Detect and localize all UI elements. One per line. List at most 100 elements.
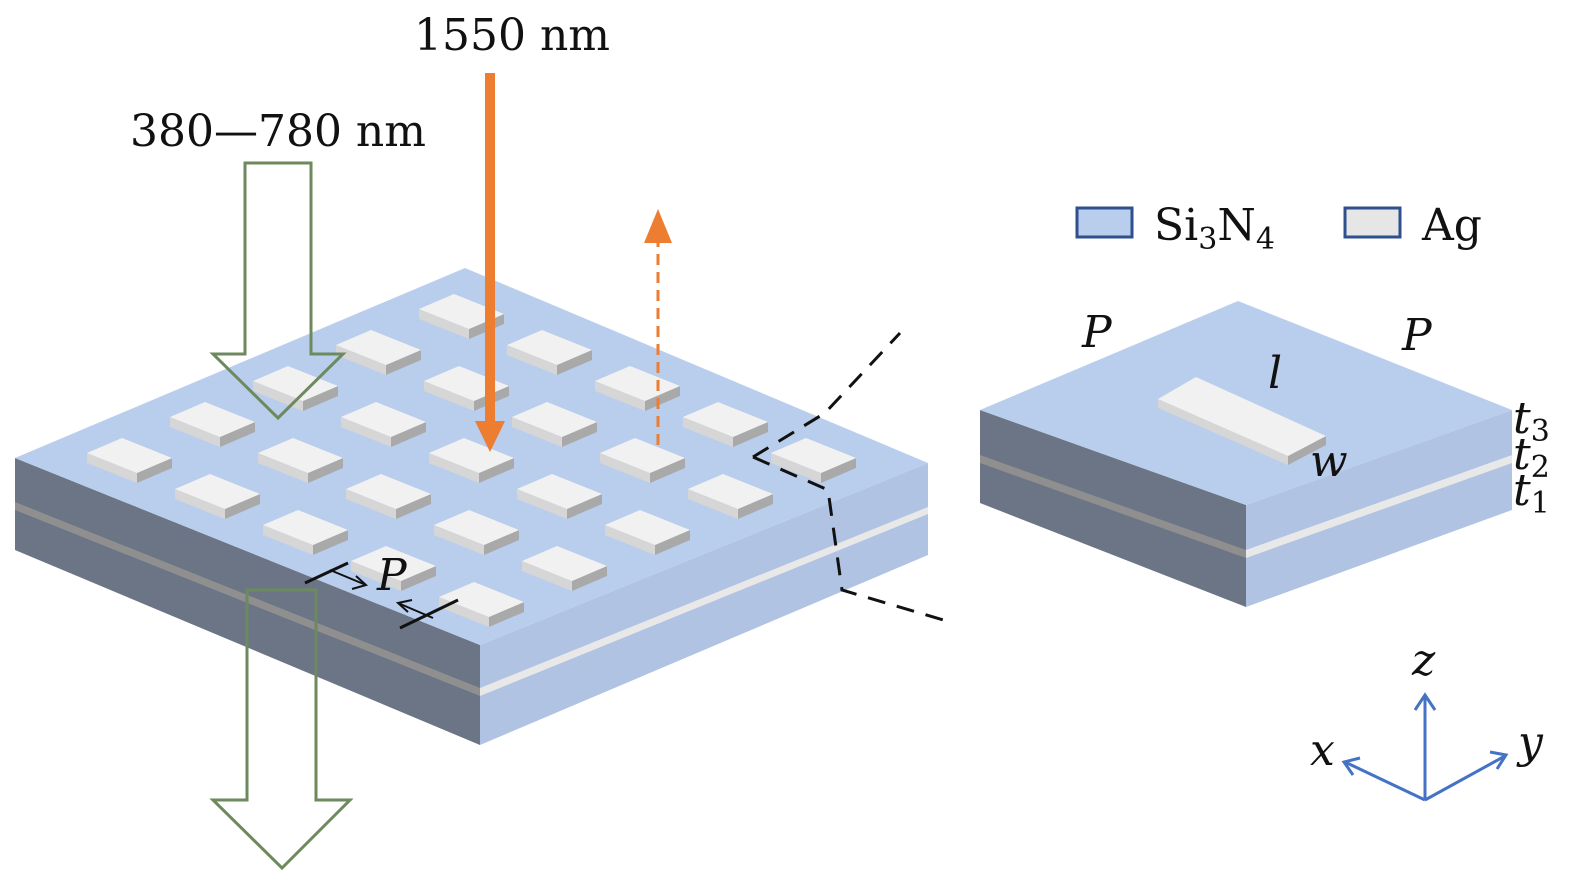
silver-block-side xyxy=(484,530,519,555)
silver-block xyxy=(253,366,338,411)
silver-block-side xyxy=(655,530,690,555)
silver-block-side xyxy=(401,566,436,591)
silver-block-top xyxy=(522,546,607,581)
silver-block xyxy=(600,438,685,483)
silver-block-front xyxy=(258,453,308,483)
silver-block xyxy=(512,402,597,447)
coordinate-axes xyxy=(1341,692,1509,802)
silver-block xyxy=(258,438,343,483)
silver-block xyxy=(434,510,519,555)
silver-block-front xyxy=(600,453,650,483)
silver-block xyxy=(595,366,680,411)
silver-block-top xyxy=(351,546,436,581)
unit-period-y-label: P xyxy=(1401,310,1433,361)
silver-block xyxy=(517,474,602,519)
silver-block-side xyxy=(386,350,421,375)
silver-block-top xyxy=(600,438,685,473)
silver-block xyxy=(170,402,255,447)
silver-block-array xyxy=(87,294,856,627)
silver-block-side xyxy=(567,494,602,519)
silver-block-side xyxy=(489,602,524,627)
t3-subscript: 3 xyxy=(1531,414,1550,449)
silver-block xyxy=(683,402,768,447)
silver-block-top xyxy=(595,366,680,401)
silver-block-front xyxy=(512,417,562,447)
silver-block xyxy=(351,546,436,591)
silver-block-top xyxy=(341,402,426,437)
width-label: w xyxy=(1310,436,1348,487)
silver-block-front xyxy=(336,345,386,375)
silver-block-side xyxy=(562,422,597,447)
silver-block-top xyxy=(419,294,504,329)
silver-block xyxy=(522,546,607,591)
silver-block-top xyxy=(507,330,592,365)
silver-block-front xyxy=(351,561,401,591)
silver-block-top xyxy=(346,474,431,509)
silver-block-front xyxy=(346,489,396,519)
silver-block-front xyxy=(688,489,738,519)
legend-swatch-ag xyxy=(1343,206,1402,239)
silver-block-front xyxy=(434,525,484,555)
silver-block-front xyxy=(605,525,655,555)
t1-subscript: 1 xyxy=(1531,486,1550,521)
legend-swatch-si3n4 xyxy=(1075,206,1134,239)
silver-block-side xyxy=(650,458,685,483)
silver-block-side xyxy=(645,386,680,411)
silver-block xyxy=(87,438,172,483)
silver-block-front xyxy=(517,489,567,519)
silver-block-front xyxy=(595,381,645,411)
silver-block-top xyxy=(170,402,255,437)
silver-block-front xyxy=(429,453,479,483)
silver-block-front xyxy=(419,309,469,339)
visible-incident-arrow xyxy=(209,161,347,421)
period-label-main: P xyxy=(376,550,408,601)
silver-block-top xyxy=(429,438,514,473)
unit-block-side xyxy=(1288,436,1326,465)
unit-cell xyxy=(980,301,1512,607)
period-tick-right xyxy=(399,598,459,630)
silver-block-top xyxy=(258,438,343,473)
silver-block xyxy=(346,474,431,519)
ir-incident-arrow xyxy=(475,73,505,452)
silver-block-side xyxy=(220,422,255,447)
silver-block xyxy=(263,510,348,555)
silver-block-side xyxy=(479,458,514,483)
visible-band-label: 380—780 nm xyxy=(130,106,426,157)
unit-block-front xyxy=(1158,399,1288,465)
period-arrow-2 xyxy=(395,599,434,619)
period-arrow-1 xyxy=(329,569,369,590)
silver-block-side xyxy=(303,386,338,411)
silver-block-top xyxy=(683,402,768,437)
silver-block-side xyxy=(738,494,773,519)
main-slab xyxy=(15,268,928,745)
silver-block-side xyxy=(391,422,426,447)
silver-block-front xyxy=(87,453,137,483)
silver-block-front xyxy=(683,417,733,447)
unit-block-top xyxy=(1158,377,1326,456)
t2-label: t2 xyxy=(1513,429,1550,485)
legend-label-ag: Ag xyxy=(1421,200,1482,251)
unit-period-x-label: P xyxy=(1081,307,1113,358)
silver-block-top xyxy=(175,474,260,509)
visible-transmitted-arrow xyxy=(209,588,354,871)
zoom-guide-lines xyxy=(752,331,951,624)
axis-z-label: z xyxy=(1411,635,1436,686)
t3-label: t3 xyxy=(1513,393,1550,449)
silver-block-side xyxy=(225,494,260,519)
silver-block-front xyxy=(170,417,220,447)
silver-block-front xyxy=(424,381,474,411)
silver-block-top xyxy=(263,510,348,545)
ir-reflected-arrow xyxy=(644,209,672,445)
silver-block-front xyxy=(263,525,313,555)
t1-label: t1 xyxy=(1513,465,1550,521)
legend-label-si3n4: Si3N4 xyxy=(1154,200,1275,257)
unit-cell-left-silver xyxy=(980,455,1246,558)
silver-block xyxy=(605,510,690,555)
silver-block-side xyxy=(137,458,172,483)
silver-block-side xyxy=(733,422,768,447)
silver-block xyxy=(688,474,773,519)
legend: Si3N4 Ag xyxy=(1075,200,1482,257)
silver-block-front xyxy=(507,345,557,375)
silver-block-side xyxy=(313,530,348,555)
